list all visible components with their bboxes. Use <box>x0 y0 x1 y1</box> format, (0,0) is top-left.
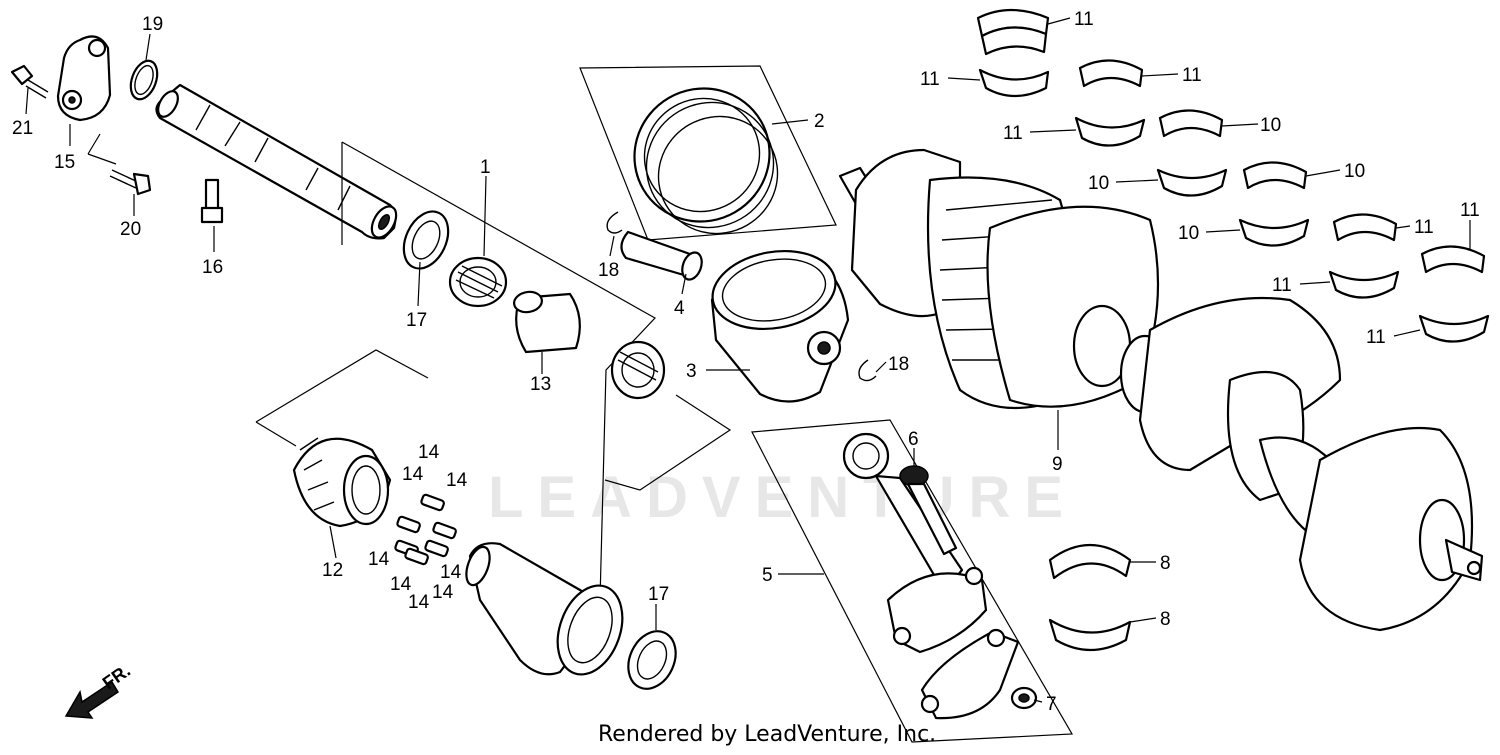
callout-8: 8 <box>1160 609 1171 630</box>
callout-20: 20 <box>120 219 141 240</box>
callout-11: 11 <box>1074 9 1094 30</box>
callout-13: 13 <box>530 374 551 395</box>
washer-19 <box>129 59 159 101</box>
callout-14: 14 <box>408 592 430 613</box>
bearing-holder-15 <box>56 35 112 122</box>
callout-10: 10 <box>1260 115 1281 136</box>
group-frame-piston <box>604 394 732 491</box>
circlip-18-upper <box>606 211 623 234</box>
callout-11: 11 <box>920 69 940 90</box>
callout-9: 9 <box>1052 454 1063 475</box>
callout-17: 17 <box>648 584 669 605</box>
callout-11: 11 <box>1460 200 1480 221</box>
leader-lines <box>25 17 1471 703</box>
callout-11: 11 <box>1366 327 1386 348</box>
nut-7 <box>1010 686 1038 710</box>
callout-14: 14 <box>402 464 424 485</box>
callout-10: 10 <box>1178 223 1199 244</box>
callout-8: 8 <box>1160 553 1171 574</box>
callout-18: 18 <box>598 260 619 281</box>
callout-16: 16 <box>202 257 223 278</box>
callout-14: 14 <box>440 562 462 583</box>
bearing-shells-upper-right <box>976 8 1490 343</box>
callout-11: 11 <box>1182 65 1202 86</box>
needle-bearing-lower <box>610 340 666 400</box>
callout-3: 3 <box>686 361 697 382</box>
callout-17: 17 <box>406 310 427 331</box>
callout-10: 10 <box>1088 173 1109 194</box>
seal-17-lower <box>627 630 677 690</box>
callout-14: 14 <box>446 470 468 491</box>
keys-14 <box>394 493 457 566</box>
circlip-18-lower <box>858 359 877 382</box>
watermark-text: LEADVENTURE <box>488 465 1077 530</box>
callout-14: 14 <box>368 549 390 570</box>
bearing-shells-8 <box>1048 543 1132 651</box>
callouts: 11 11 11 11 10 10 10 10 11 11 11 11 8 8 … <box>12 9 1480 715</box>
crankshaft-9 <box>838 148 1484 632</box>
callout-14: 14 <box>432 582 454 603</box>
callout-2: 2 <box>814 111 825 132</box>
piston-3 <box>710 249 850 403</box>
group-frame-rings <box>579 65 837 241</box>
group-frame-gear <box>255 349 429 447</box>
connecting-rod-5 <box>842 432 988 654</box>
callout-14: 14 <box>418 442 440 463</box>
callout-11: 11 <box>1414 217 1434 238</box>
callout-21: 21 <box>12 118 33 139</box>
rod-cap <box>920 628 1020 720</box>
primary-shaft <box>155 83 398 240</box>
bolt-16 <box>200 178 224 224</box>
callout-10: 10 <box>1344 161 1365 182</box>
callout-18: 18 <box>888 354 909 375</box>
gear-12 <box>292 437 392 528</box>
output-shaft <box>465 542 624 676</box>
callout-1: 1 <box>480 157 491 178</box>
callout-7: 7 <box>1046 694 1057 715</box>
group-frame-conrod <box>751 419 1074 743</box>
rod-bolt-6 <box>899 465 958 556</box>
seal-17-upper <box>402 210 450 270</box>
front-arrow-icon: FR. <box>64 660 134 719</box>
needle-bearing-1 <box>448 256 508 308</box>
piston-rings-2 <box>633 87 779 235</box>
piston-pin-4 <box>620 230 703 281</box>
callout-5: 5 <box>762 565 773 586</box>
bolt-20 <box>109 169 152 196</box>
callout-6: 6 <box>908 429 919 450</box>
callout-19: 19 <box>142 14 163 35</box>
bushing-13 <box>513 290 581 354</box>
callout-11: 11 <box>1003 123 1023 144</box>
callout-11: 11 <box>1272 275 1292 296</box>
bolt-21 <box>10 64 49 99</box>
callout-4: 4 <box>674 298 685 319</box>
callout-15: 15 <box>54 152 75 173</box>
credit-text: Rendered by LeadVenture, Inc. <box>598 722 937 747</box>
callout-12: 12 <box>322 560 343 581</box>
callout-14: 14 <box>390 574 412 595</box>
